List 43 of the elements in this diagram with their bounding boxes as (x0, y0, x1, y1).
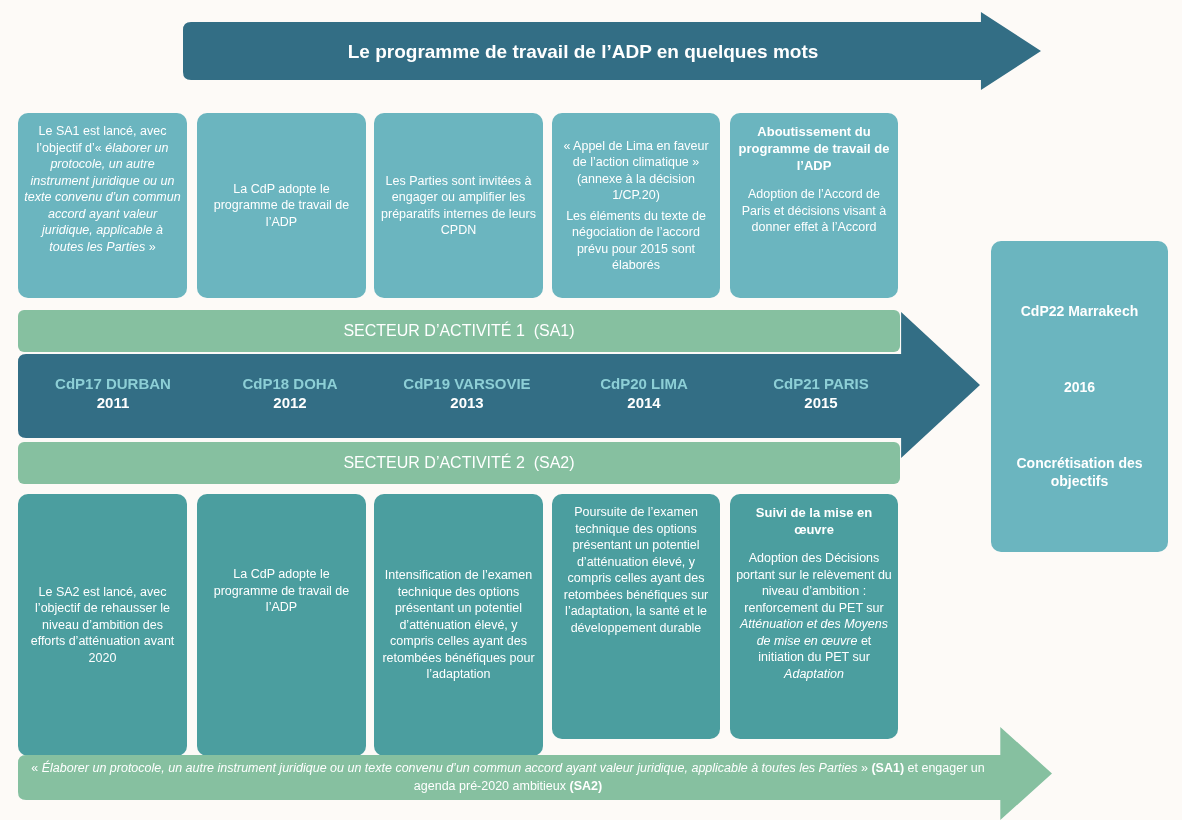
sector-band (18, 442, 900, 484)
arrow-text: « Élaborer un protocole, un autre instrument juridique ou un texte convenu d’un commun accord ayant valeur juridique, applicable à toutes les Parties » (SA1) et engager un agenda pré-2020 ambitieux (SA2) (30, 760, 986, 795)
year-label: 2016 (1063, 378, 1096, 397)
conference-label: CdP18 DOHA (242, 375, 338, 392)
conference-label: CdP21 PARIS (773, 375, 869, 392)
year-label: 2011 (96, 394, 130, 411)
event-card (552, 494, 720, 739)
year-label: 2013 (450, 394, 484, 411)
card-text: Les éléments du texte de négociation de l’accord prévu pour 2015 sont élaborés (565, 207, 707, 274)
event-card (197, 113, 366, 298)
event-card (18, 113, 187, 298)
band-title: SECTEUR D’ACTIVITÉ 2 (SA2) (343, 454, 575, 472)
card-text: Les Parties sont invitées à engager ou amplifier les préparatifs internes de leurs CPDN (380, 172, 537, 239)
card-text: Poursuite de l’examen technique des options présentant un potentiel d’atténuation élevé, y compris celles ayant des retombées bénéfiques sur l’adaptation, la santé et le développement durable (562, 504, 710, 636)
card-heading: Aboutissement du programme de travail de l’ADP (737, 123, 891, 175)
event-card (374, 494, 543, 756)
year-label: 2014 (627, 394, 661, 411)
card-text: Adoption des Décisions portant sur le relèvement du niveau d’ambition : renforcement du PET sur Atténuation et des Moyens de mise en œuvre et initiation du PET sur Adaptation (736, 550, 892, 683)
card-text: Concrétisation des objectifs (1015, 453, 1144, 491)
card-text: La CdP adopte le programme de travail de l’ADP (212, 180, 351, 231)
year-label: 2012 (273, 394, 307, 411)
year-label: 2015 (804, 394, 838, 411)
card-text: Intensification de l’examen technique des options présentant un potentiel d’atténuation élevé, y compris celles ayant des retombées bénéfiques pour l’adaptation (381, 567, 536, 683)
card-text: Le SA2 est lancé, avec l’objectif de rehausser le niveau d’ambition des efforts d’atténuation avant 2020 (29, 583, 176, 667)
event-card (197, 494, 366, 756)
card-text: Adoption de l’Accord de Paris et décisions visant à donner effet à l’Accord (740, 186, 888, 236)
card-text: La CdP adopte le programme de travail de l’ADP (212, 566, 351, 616)
conference-label: CdP17 DURBAN (55, 375, 171, 392)
card-text: Le SA1 est lancé, avec l’objectif d’« élaborer un protocole, un autre instrument juridique ou un texte convenu d’un commun accord ayant valeur juridique, applicable à toutes les Parties » (24, 123, 181, 255)
sector-band (18, 310, 900, 352)
event-card (552, 113, 720, 298)
banner-title: Le programme de travail de l’ADP en quelques mots (347, 39, 819, 64)
card-heading: Suivi de la mise en œuvre (754, 504, 874, 539)
card-text: « Appel de Lima en faveur de l’action climatique » (annexe à la décision 1/CP.20) (562, 137, 710, 204)
band-title: SECTEUR D’ACTIVITÉ 1 (SA1) (343, 322, 575, 340)
event-card (730, 494, 898, 739)
conference-label: CdP19 VARSOVIE (403, 375, 531, 392)
conference-label: CdP20 LIMA (600, 375, 688, 392)
event-card (730, 113, 898, 298)
event-card (374, 113, 543, 298)
result-card (991, 241, 1168, 552)
card-text: CdP22 Marrakech (1020, 302, 1139, 321)
event-card (18, 494, 187, 756)
